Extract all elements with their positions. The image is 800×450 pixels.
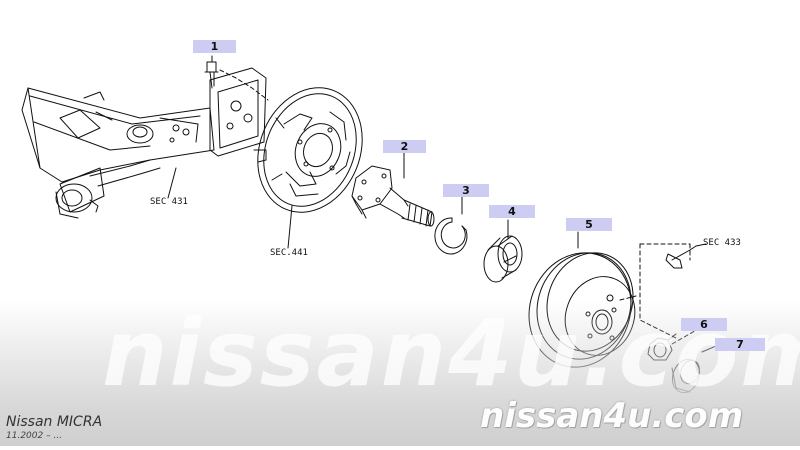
watermark-small: nissan4u.com — [480, 396, 744, 436]
leader-sec431 — [167, 167, 177, 199]
model-name: Nissan MICRA — [6, 414, 103, 430]
callout-7[interactable]: 7 — [715, 338, 765, 351]
watermark-large: nissan4u.com — [102, 300, 800, 407]
spindle-part-2 — [351, 151, 435, 227]
callout-1[interactable]: 1 — [193, 40, 236, 53]
section-ref-431[interactable]: SEC 431 — [150, 197, 188, 207]
callout-6[interactable]: 6 — [681, 318, 727, 331]
production-date: 11.2002 – ... — [6, 431, 63, 441]
callout-4[interactable]: 4 — [489, 205, 535, 218]
bottom-gradient — [0, 300, 800, 446]
rear-axle-beam — [21, 67, 267, 219]
snap-ring-part-3 — [434, 195, 468, 255]
bolt-sec433 — [639, 243, 707, 339]
callout-2[interactable]: 2 — [383, 140, 426, 153]
callout-5[interactable]: 5 — [566, 218, 612, 231]
section-ref-441[interactable]: SEC.441 — [270, 248, 308, 258]
bolt-part-1 — [204, 55, 269, 101]
callout-3[interactable]: 3 — [443, 184, 489, 197]
bearing-part-4 — [483, 219, 523, 283]
brake-back-plate — [253, 87, 363, 249]
section-ref-433[interactable]: SEC 433 — [703, 238, 741, 248]
